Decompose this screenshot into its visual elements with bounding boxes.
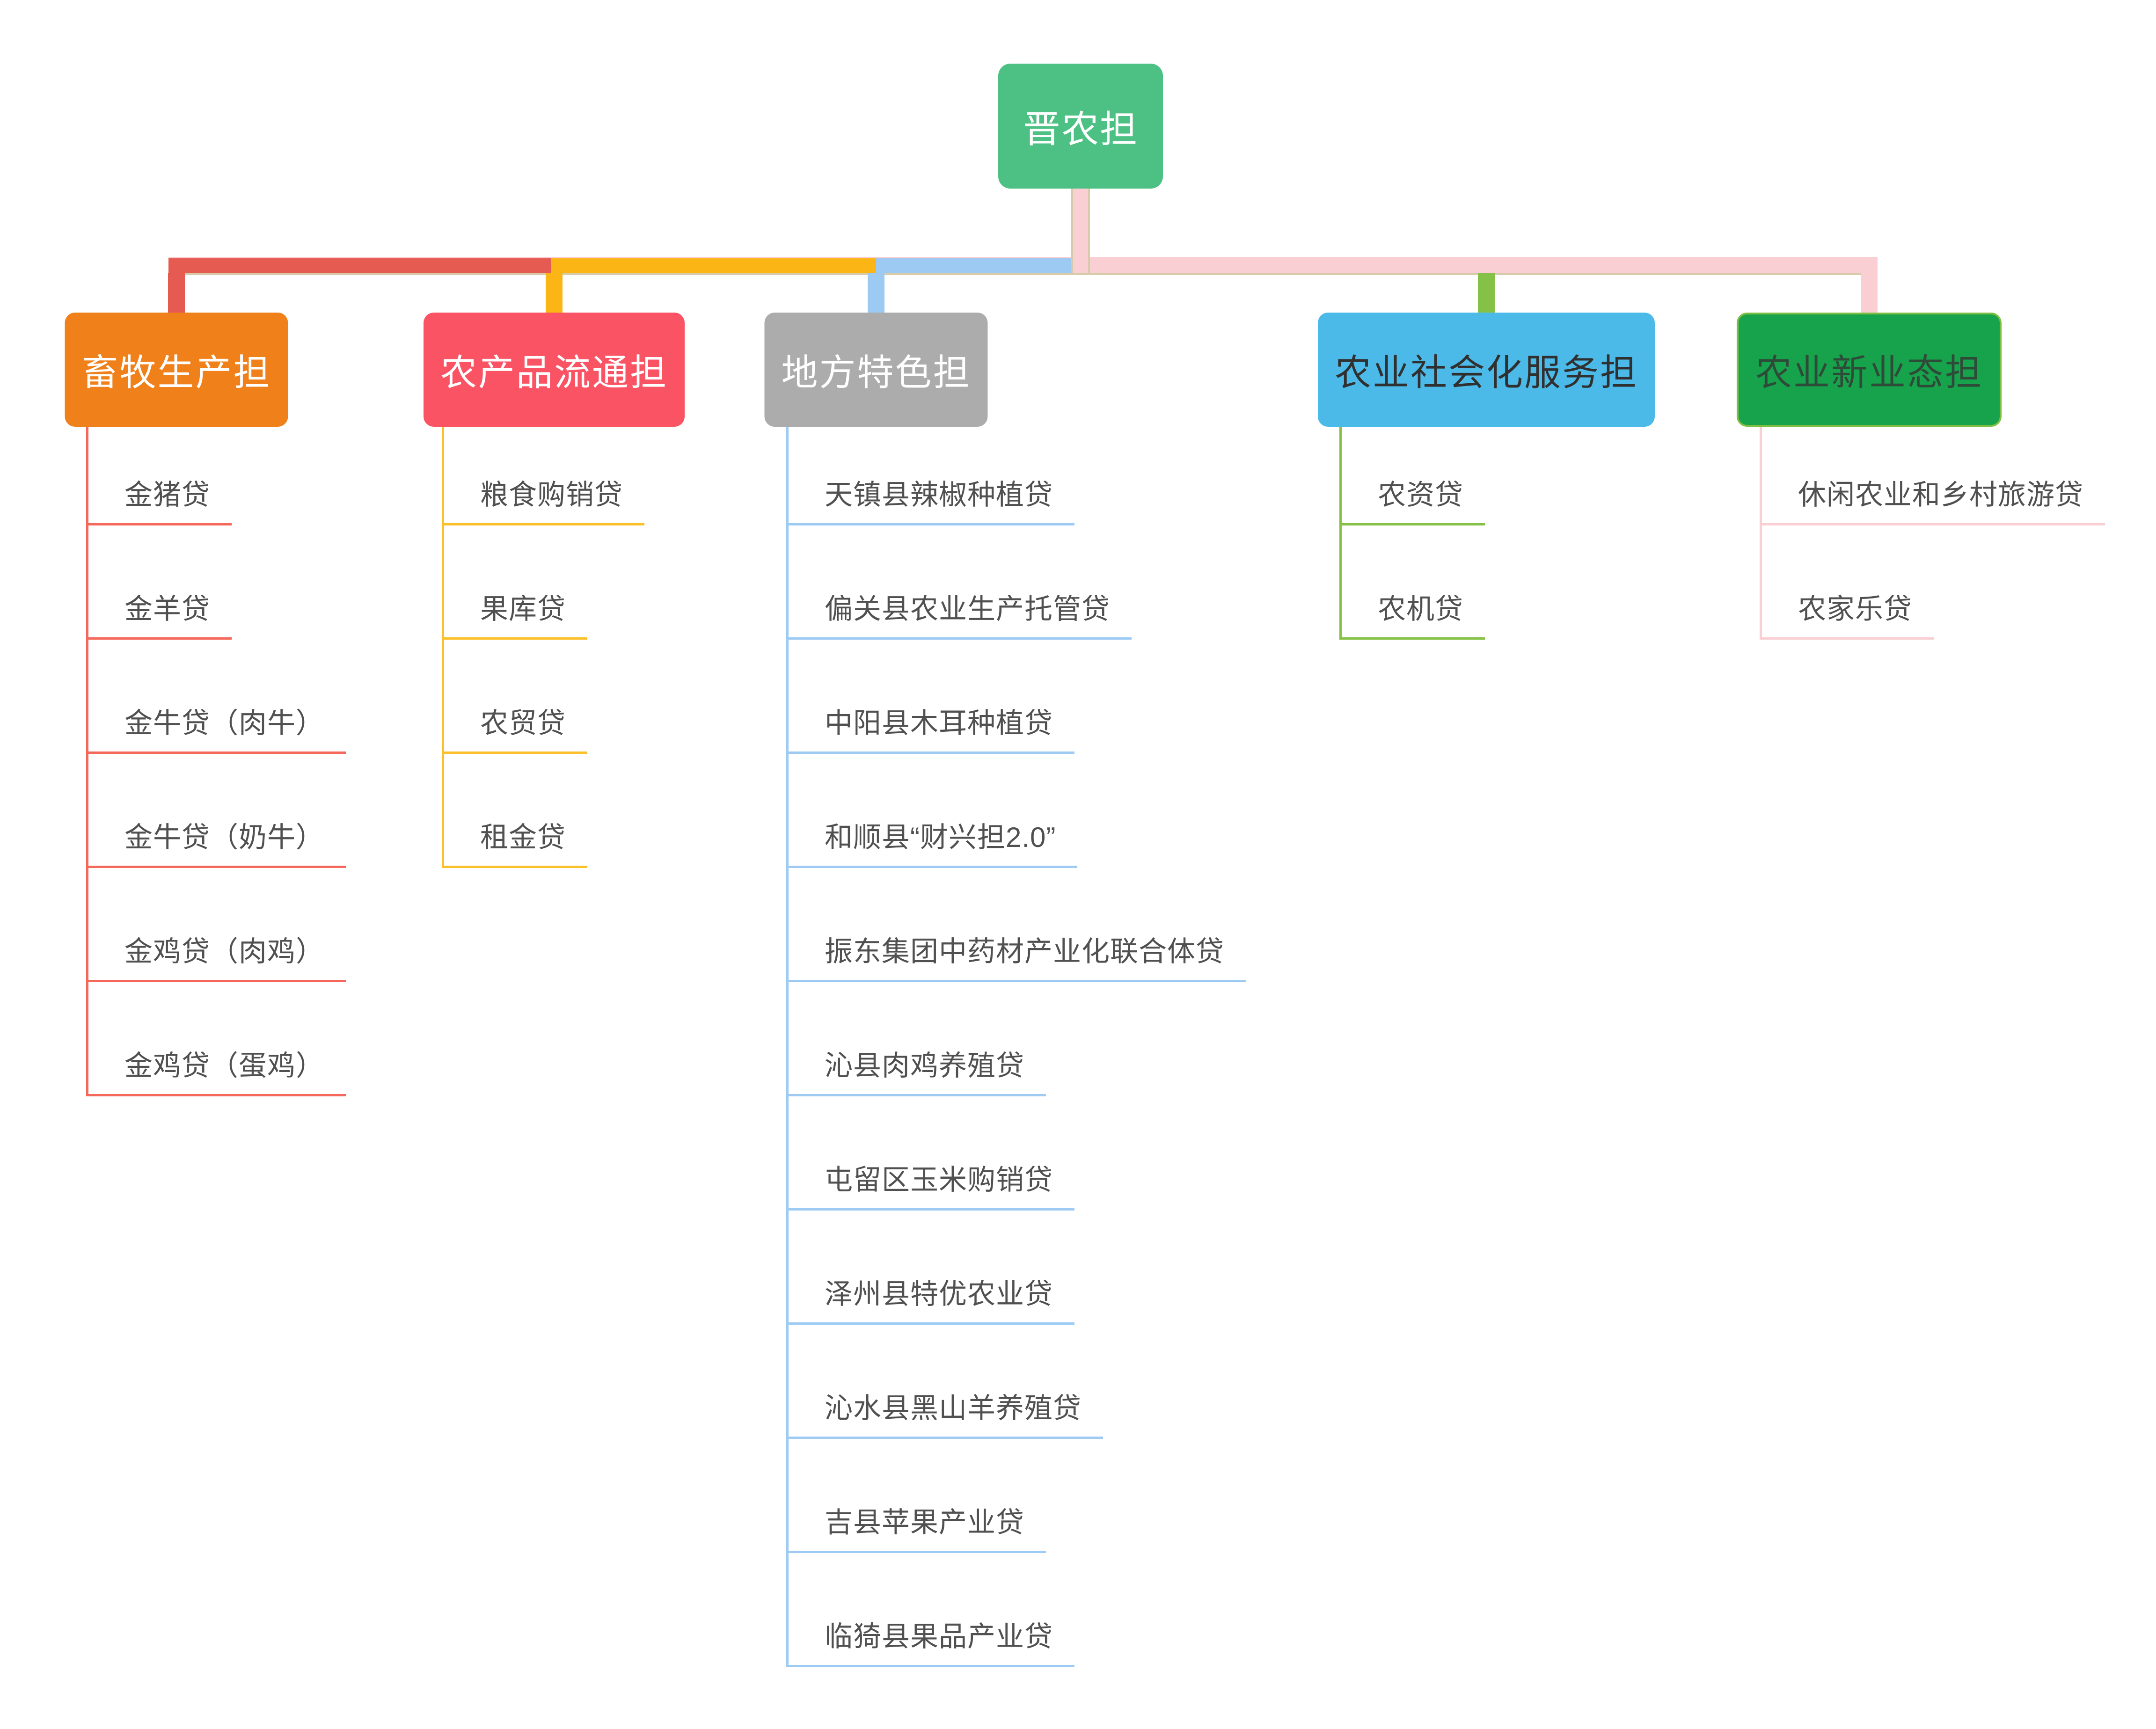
- leaf-item[interactable]: 屯留区玉米购销贷: [786, 1096, 1074, 1211]
- trunk-segment-red: [168, 258, 551, 273]
- leaf-column: 粮食购销贷果库贷农贸贷租金贷: [442, 411, 644, 868]
- root-drop-connector: [1071, 189, 1090, 273]
- leaf-item[interactable]: 休闲农业和乡村旅游贷: [1760, 411, 2105, 525]
- leaf-item[interactable]: 天镇县辣椒种植贷: [786, 411, 1074, 525]
- branch-drop-connector: [868, 273, 884, 313]
- leaf-item[interactable]: 沁县肉鸡养殖贷: [786, 982, 1046, 1096]
- branch-node-5[interactable]: 农业新业态担: [1736, 313, 2002, 427]
- leaf-item[interactable]: 农家乐贷: [1760, 525, 1934, 640]
- leaf-column: 天镇县辣椒种植贷偏关县农业生产托管贷中阳县木耳种植贷和顺县“财兴担2.0”振东集…: [786, 411, 1246, 1667]
- leaf-item[interactable]: 金鸡贷（蛋鸡）: [86, 982, 346, 1096]
- branch-drop-connector: [1861, 273, 1878, 313]
- leaf-item[interactable]: 金鸡贷（肉鸡）: [86, 868, 346, 982]
- leaf-item[interactable]: 农机贷: [1339, 525, 1485, 640]
- leaf-item[interactable]: 租金贷: [442, 754, 587, 868]
- leaf-item[interactable]: 金牛贷（奶牛）: [86, 754, 346, 868]
- trunk-segment-yellow: [551, 258, 876, 273]
- branch-stem-line: [786, 427, 789, 1667]
- trunk-segment-blue: [876, 258, 1081, 273]
- leaf-item[interactable]: 中阳县木耳种植贷: [786, 640, 1074, 754]
- leaf-item[interactable]: 农资贷: [1339, 411, 1485, 525]
- leaf-item[interactable]: 金猪贷: [86, 411, 232, 525]
- leaf-item[interactable]: 果库贷: [442, 525, 587, 640]
- root-node[interactable]: 晋农担: [998, 64, 1163, 189]
- branch-node-4[interactable]: 农业社会化服务担: [1317, 313, 1655, 427]
- branch-node-3[interactable]: 地方特色担: [764, 313, 988, 427]
- branch-drop-connector: [546, 273, 563, 313]
- leaf-item[interactable]: 农贸贷: [442, 640, 587, 754]
- leaf-item[interactable]: 偏关县农业生产托管贷: [786, 525, 1132, 640]
- branch-stem-line: [1339, 427, 1342, 640]
- branch-stem-line: [442, 427, 444, 868]
- branch-drop-connector: [1478, 273, 1495, 313]
- leaf-item[interactable]: 临猗县果品产业贷: [786, 1553, 1074, 1667]
- leaf-column: 休闲农业和乡村旅游贷农家乐贷: [1760, 411, 2105, 640]
- leaf-item[interactable]: 振东集团中药材产业化联合体贷: [786, 868, 1246, 982]
- leaf-item[interactable]: 金牛贷（肉牛）: [86, 640, 346, 754]
- leaf-item[interactable]: 泽州县特优农业贷: [786, 1211, 1074, 1325]
- leaf-column: 农资贷农机贷: [1339, 411, 1485, 640]
- leaf-item[interactable]: 粮食购销贷: [442, 411, 644, 525]
- leaf-item[interactable]: 吉县苹果产业贷: [786, 1439, 1046, 1553]
- leaf-item[interactable]: 沁水县黑山羊养殖贷: [786, 1325, 1103, 1439]
- leaf-item[interactable]: 和顺县“财兴担2.0”: [786, 754, 1078, 868]
- branch-drop-connector: [168, 273, 185, 313]
- leaf-item[interactable]: 金羊贷: [86, 525, 232, 640]
- branch-stem-line: [86, 427, 88, 1096]
- branch-node-2[interactable]: 农产品流通担: [423, 313, 685, 427]
- branch-node-1[interactable]: 畜牧生产担: [65, 313, 288, 427]
- branch-stem-line: [1760, 427, 1762, 640]
- leaf-column: 金猪贷金羊贷金牛贷（肉牛）金牛贷（奶牛）金鸡贷（肉鸡）金鸡贷（蛋鸡）: [86, 411, 346, 1096]
